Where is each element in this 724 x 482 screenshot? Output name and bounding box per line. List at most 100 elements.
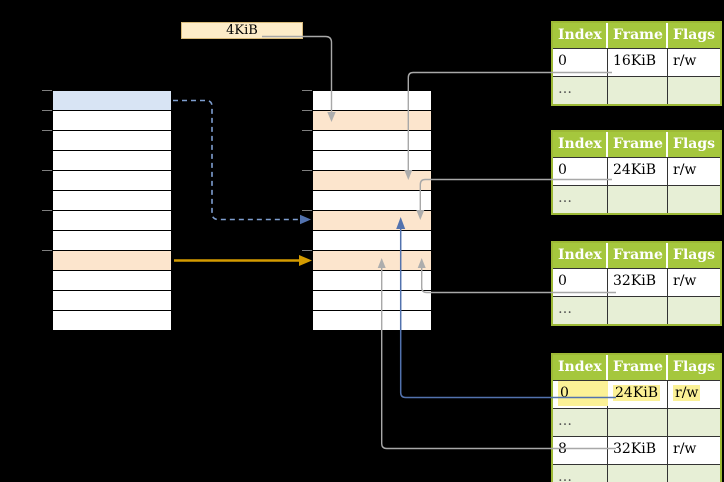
table-row: 0 16KiB r/w [553,48,720,76]
table-row: 8 32KiB r/w [553,436,720,464]
table-cell: 16KiB [608,48,668,76]
table-cell [608,296,668,324]
table-cell: r/w [668,48,720,76]
memory-row [53,271,171,291]
table-cell: r/w [668,268,720,296]
header-cell: Index [553,243,608,268]
table-row: … [553,464,720,482]
header-cell: Flags [668,243,720,268]
memory-row [313,111,431,131]
physical-memory-column [312,90,432,331]
arrow-virtual-page0-dashed [173,99,299,221]
table-cell: 32KiB [608,436,668,464]
arrowhead-right-icon [299,255,312,266]
table-cell [608,185,668,213]
table-cell [608,408,668,436]
memory-row [53,131,171,151]
memory-row [313,311,431,331]
header-cell: Index [553,355,608,380]
tick-mark [302,170,312,171]
table-cell: 8 [553,436,608,464]
table-cell [668,76,720,104]
tick-mark [302,90,312,91]
table-cell [608,76,668,104]
page-table-2: Index Frame Flags 0 24KiB r/w … [551,130,722,215]
memory-row [53,111,171,131]
tick-mark [302,130,312,131]
header-cell: Flags [668,355,720,380]
table-cell: 0 [553,268,608,296]
page-table-4: Index Frame Flags 0 24KiB r/w … 8 32KiB … [551,353,722,482]
highlighted-value: r/w [673,385,701,401]
memory-row [313,91,431,111]
table-cell: … [553,185,608,213]
highlighted-value: 0 [558,381,610,406]
tick-mark [42,210,52,211]
table-cell: 32KiB [608,268,668,296]
table-cell: r/w [668,436,720,464]
tick-mark [302,110,312,111]
table-header-row: Index Frame Flags [553,355,720,380]
tick-mark [42,170,52,171]
table-cell [668,185,720,213]
memory-row [313,151,431,171]
memory-row [53,91,171,111]
table-cell: … [553,76,608,104]
header-cell: Index [553,132,608,157]
memory-row [53,151,171,171]
table-header-row: Index Frame Flags [553,23,720,48]
memory-row [313,171,431,191]
table-row: … [553,185,720,213]
tick-mark [42,110,52,111]
memory-row [53,311,171,331]
table-header-row: Index Frame Flags [553,243,720,268]
table-cell: 24KiB [608,380,668,408]
table-cell: 0 [553,157,608,185]
table-cell: r/w [668,157,720,185]
table-cell: 0 [553,380,610,408]
table-row-highlighted: 0 24KiB r/w [553,380,720,408]
table-cell [668,464,720,482]
highlighted-value: 24KiB [613,385,661,401]
memory-row [313,251,431,271]
header-cell: Index [553,23,608,48]
table-row: … [553,408,720,436]
tick-mark [302,210,312,211]
table-header-row: Index Frame Flags [553,132,720,157]
virtual-memory-column [52,90,172,331]
table-cell [668,408,720,436]
memory-row [53,211,171,231]
memory-row [53,251,171,271]
memory-row [53,231,171,251]
table-cell: … [553,464,608,482]
tick-mark [42,130,52,131]
page-size-box: 4KiB [181,22,303,39]
table-row: … [553,296,720,324]
header-cell: Frame [608,23,668,48]
header-cell: Flags [668,132,720,157]
tick-mark [42,90,52,91]
table-cell: r/w [668,380,720,408]
table-cell: 24KiB [608,157,668,185]
header-cell: Frame [608,355,668,380]
memory-row [313,231,431,251]
header-cell: Frame [608,132,668,157]
memory-row [313,271,431,291]
tick-mark [42,250,52,251]
page-table-1: Index Frame Flags 0 16KiB r/w … [551,21,722,106]
header-cell: Frame [608,243,668,268]
header-cell: Flags [668,23,720,48]
table-cell: … [553,296,608,324]
table-cell [608,464,668,482]
memory-row [53,291,171,311]
table-row: 0 32KiB r/w [553,268,720,296]
table-cell: … [553,408,608,436]
memory-row [313,291,431,311]
memory-row [53,191,171,211]
tick-mark [302,250,312,251]
memory-row [313,131,431,151]
table-row: 0 24KiB r/w [553,157,720,185]
page-table-3: Index Frame Flags 0 32KiB r/w … [551,241,722,326]
memory-row [53,171,171,191]
